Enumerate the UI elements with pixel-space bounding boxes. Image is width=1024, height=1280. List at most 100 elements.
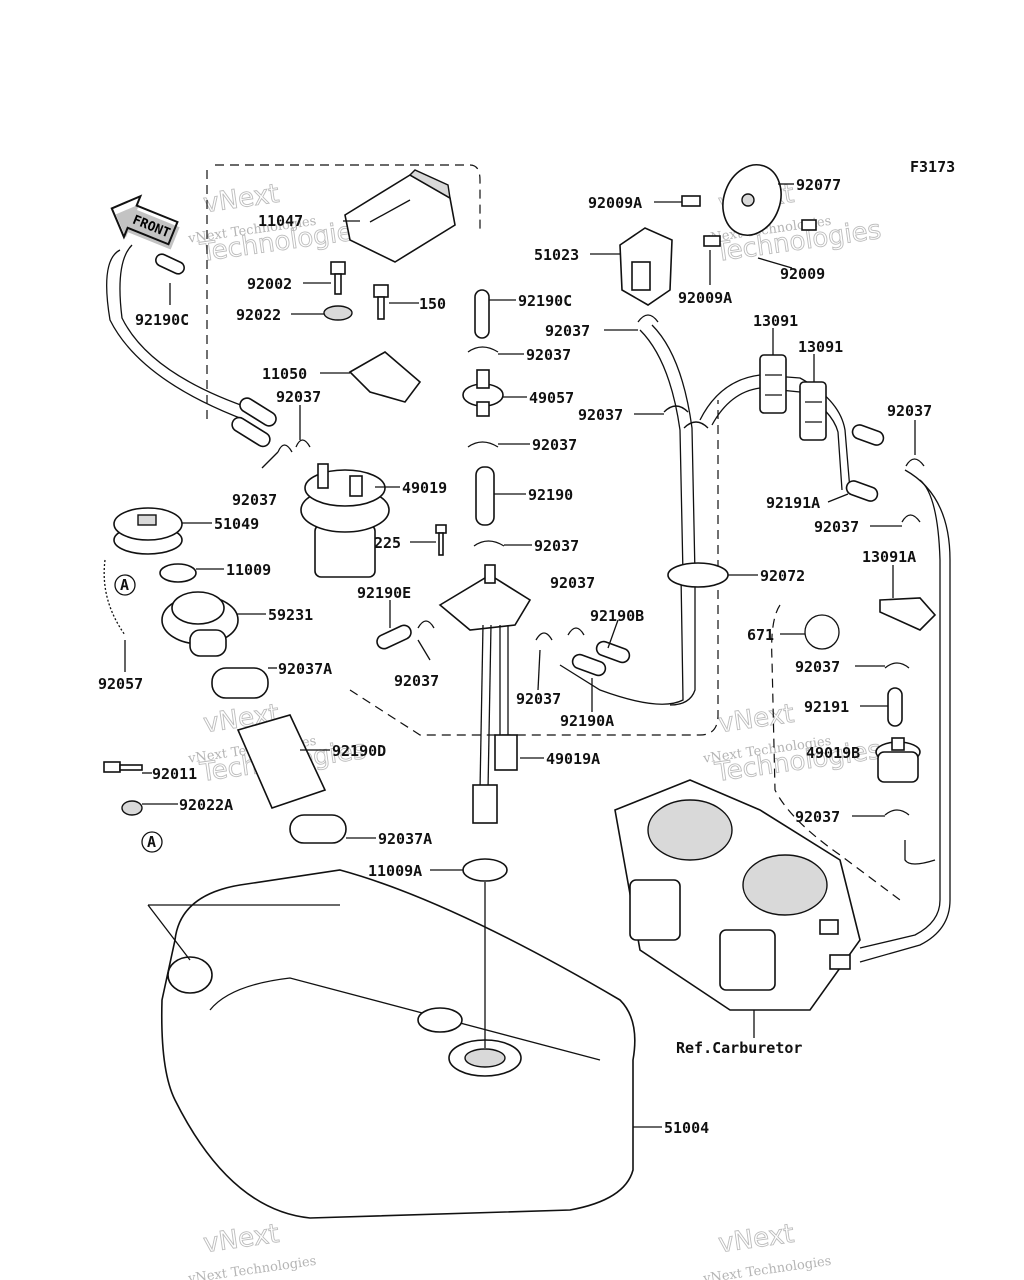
- callout-92037-b: 92037: [232, 491, 277, 509]
- hose-right-upper: [851, 424, 885, 446]
- callout-13091-a: 13091: [753, 312, 798, 330]
- washer-92022A: [121, 800, 143, 816]
- hose-92190C: [474, 289, 490, 339]
- reference-mark-a-upper-label: A: [120, 576, 129, 594]
- bolt-92011: [103, 761, 143, 773]
- fuel-filter-49019B: [875, 737, 921, 783]
- callout-92037-n: 92037: [795, 808, 840, 826]
- callout-11009: 11009: [226, 561, 271, 579]
- bracket-11050: [348, 351, 422, 403]
- gasket-11009A: [462, 858, 508, 882]
- hose-92191: [887, 687, 903, 727]
- callout-92037-c: 92037: [526, 346, 571, 364]
- clip-13091-a: [759, 354, 787, 414]
- callout-92037-l: 92037: [814, 518, 859, 536]
- callout-92190C-left: 92190C: [135, 311, 189, 329]
- reference-carburetor-label: Ref.Carburetor: [676, 1039, 802, 1057]
- callout-92190C-mid: 92190C: [518, 292, 572, 310]
- callout-59231: 59231: [268, 606, 313, 624]
- callout-49019: 49019: [402, 479, 447, 497]
- callout-92037A-2: 92037A: [378, 830, 432, 848]
- hose-92191A: [845, 480, 879, 502]
- clamp-92037A-upper: [211, 667, 269, 699]
- figure-code: F3173: [910, 158, 955, 176]
- gasket-11009: [159, 563, 197, 583]
- hose-92190B: [595, 640, 631, 664]
- callout-92037-h: 92037: [516, 690, 561, 708]
- callout-92191A: 92191A: [766, 494, 820, 512]
- callout-labels: 11047 92002 92022 150 11050 92190C 92037…: [98, 176, 932, 1137]
- callout-92190D: 92190D: [332, 742, 386, 760]
- callout-49019A: 49019A: [546, 750, 600, 768]
- callout-150: 150: [419, 295, 446, 313]
- fuel-cap-51049: [113, 507, 183, 555]
- o-ring-671: [804, 614, 840, 650]
- washer-92022: [323, 305, 353, 321]
- callout-92037-g: 92037: [550, 574, 595, 592]
- callout-92037-a: 92037: [276, 388, 321, 406]
- callout-92009A-bot: 92009A: [678, 289, 732, 307]
- hose-stubs: [155, 253, 277, 448]
- callout-92037-j: 92037: [578, 406, 623, 424]
- callout-92190: 92190: [528, 486, 573, 504]
- clip-13091A: [879, 597, 937, 631]
- clip-13091-b: [799, 381, 827, 441]
- knob-92077: [722, 164, 782, 236]
- callout-92037-f: 92037: [394, 672, 439, 690]
- bracket-11047: [344, 169, 456, 263]
- callout-11009A: 11009A: [368, 862, 422, 880]
- callout-92037A: 92037A: [278, 660, 332, 678]
- reference-mark-a-lower: A: [141, 831, 163, 853]
- callout-225: 225: [374, 534, 401, 552]
- clamp-92037A-lower: [289, 814, 347, 844]
- fuel-filter-49019: [300, 463, 390, 578]
- callout-11050: 11050: [262, 365, 307, 383]
- callout-92190A: 92190A: [560, 712, 614, 730]
- upper-dashed-boundary: [206, 164, 481, 420]
- reference-mark-a-lower-label: A: [147, 833, 156, 851]
- callout-92022: 92022: [236, 306, 281, 324]
- watermark-line1: vNext: [202, 1219, 281, 1259]
- screws-92009: [681, 195, 817, 247]
- callout-92011: 92011: [152, 765, 197, 783]
- hose-92190A: [571, 653, 607, 677]
- band-92072: [667, 562, 729, 588]
- callout-49019B: 49019B: [806, 744, 860, 762]
- filter-49057: [462, 369, 504, 417]
- hose-92190: [475, 466, 495, 526]
- fuel-valve-51023: [619, 227, 673, 306]
- hose-92190D: [236, 714, 327, 809]
- hose-92190E: [376, 624, 412, 650]
- callout-11047: 11047: [258, 212, 303, 230]
- filler-neck-59231: [161, 591, 239, 657]
- callout-92037-m: 92037: [795, 658, 840, 676]
- bolt-150: [373, 284, 389, 320]
- callout-92037-k: 92037: [887, 402, 932, 420]
- cord-92057: [103, 559, 126, 636]
- callout-13091-b: 13091: [798, 338, 843, 356]
- callout-92022A: 92022A: [179, 796, 233, 814]
- carburetor-assembly: [614, 779, 861, 1011]
- callout-51004: 51004: [664, 1119, 709, 1137]
- leader-lines: [124, 183, 916, 1128]
- callout-92002: 92002: [247, 275, 292, 293]
- callout-92072: 92072: [760, 567, 805, 585]
- lower-dashed-boundary: [349, 400, 719, 736]
- clamps-92037: [277, 314, 925, 816]
- callout-51023: 51023: [534, 246, 579, 264]
- reference-mark-a-upper: A: [114, 574, 136, 596]
- bolt-92002: [330, 261, 346, 295]
- callout-13091A: 13091A: [862, 548, 916, 566]
- callout-671: 671: [747, 626, 774, 644]
- right-dashed-boundary: [771, 604, 901, 901]
- callout-92009: 92009: [780, 265, 825, 283]
- callout-92037-d: 92037: [532, 436, 577, 454]
- callout-51049: 51049: [214, 515, 259, 533]
- callout-92037-i: 92037: [545, 322, 590, 340]
- callout-92190B: 92190B: [590, 607, 644, 625]
- callout-92057: 92057: [98, 675, 143, 693]
- screw-225: [435, 524, 447, 556]
- front-arrow-icon: FRONT: [110, 194, 180, 250]
- fuel-tank-51004: [160, 869, 636, 1219]
